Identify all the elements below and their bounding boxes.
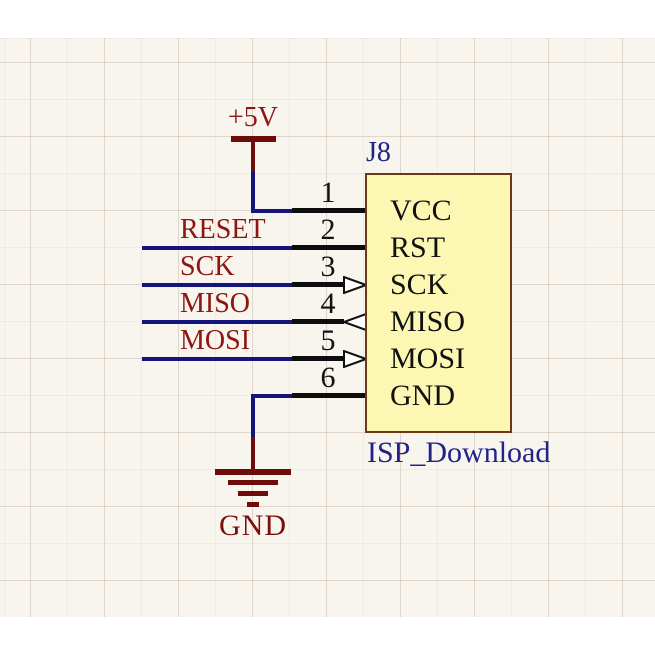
wire-miso (142, 320, 294, 324)
net-label-mosi: MOSI (180, 325, 251, 356)
power-stem (251, 140, 255, 174)
pin-line-2 (292, 245, 366, 250)
pin-name-miso: MISO (390, 305, 466, 338)
wire-5v-vertical (251, 172, 255, 213)
pin-line-6 (292, 393, 366, 398)
ground-stem (251, 437, 255, 471)
pin-name-gnd: GND (390, 379, 455, 412)
ground-bar-2-icon (228, 480, 278, 485)
connector-body (365, 173, 512, 433)
input-arrow-icon (343, 276, 367, 294)
pin-number-6: 6 (320, 361, 336, 394)
wire-sck (142, 283, 294, 287)
pin-number-5: 5 (320, 324, 336, 357)
connector-designator: J8 (366, 137, 391, 168)
pin-name-sck: SCK (390, 268, 449, 301)
schematic-sheet-grid (0, 38, 655, 617)
pin-number-1: 1 (320, 176, 336, 209)
wire-mosi (142, 357, 294, 361)
pin-name-mosi: MOSI (390, 342, 466, 375)
pin-name-vcc: VCC (390, 194, 452, 227)
pin-number-4: 4 (320, 287, 336, 320)
pin-number-2: 2 (320, 213, 336, 246)
ground-bar-4-icon (247, 502, 259, 507)
wire-5v-horizontal (251, 209, 294, 213)
pin-line-3 (292, 282, 346, 287)
ground-bar-1-icon (215, 469, 291, 475)
connector-comment: ISP_Download (367, 436, 551, 469)
net-label-sck: SCK (180, 251, 235, 282)
ground-port-label: GND (219, 509, 287, 542)
pin-name-rst: RST (390, 231, 446, 264)
ground-bar-3-icon (238, 491, 268, 496)
wire-reset (142, 246, 294, 250)
power-bar-icon (231, 136, 276, 142)
pin-line-1 (292, 208, 366, 213)
wire-gnd-vertical (251, 394, 255, 439)
power-port-label: +5V (227, 102, 278, 133)
net-label-miso: MISO (180, 288, 251, 319)
pin-line-5 (292, 356, 346, 361)
net-label-reset: RESET (180, 214, 266, 245)
input-arrow-icon (343, 350, 367, 368)
pin-line-4 (292, 319, 344, 324)
pin-number-3: 3 (320, 250, 336, 283)
wire-gnd-horizontal (251, 394, 294, 398)
